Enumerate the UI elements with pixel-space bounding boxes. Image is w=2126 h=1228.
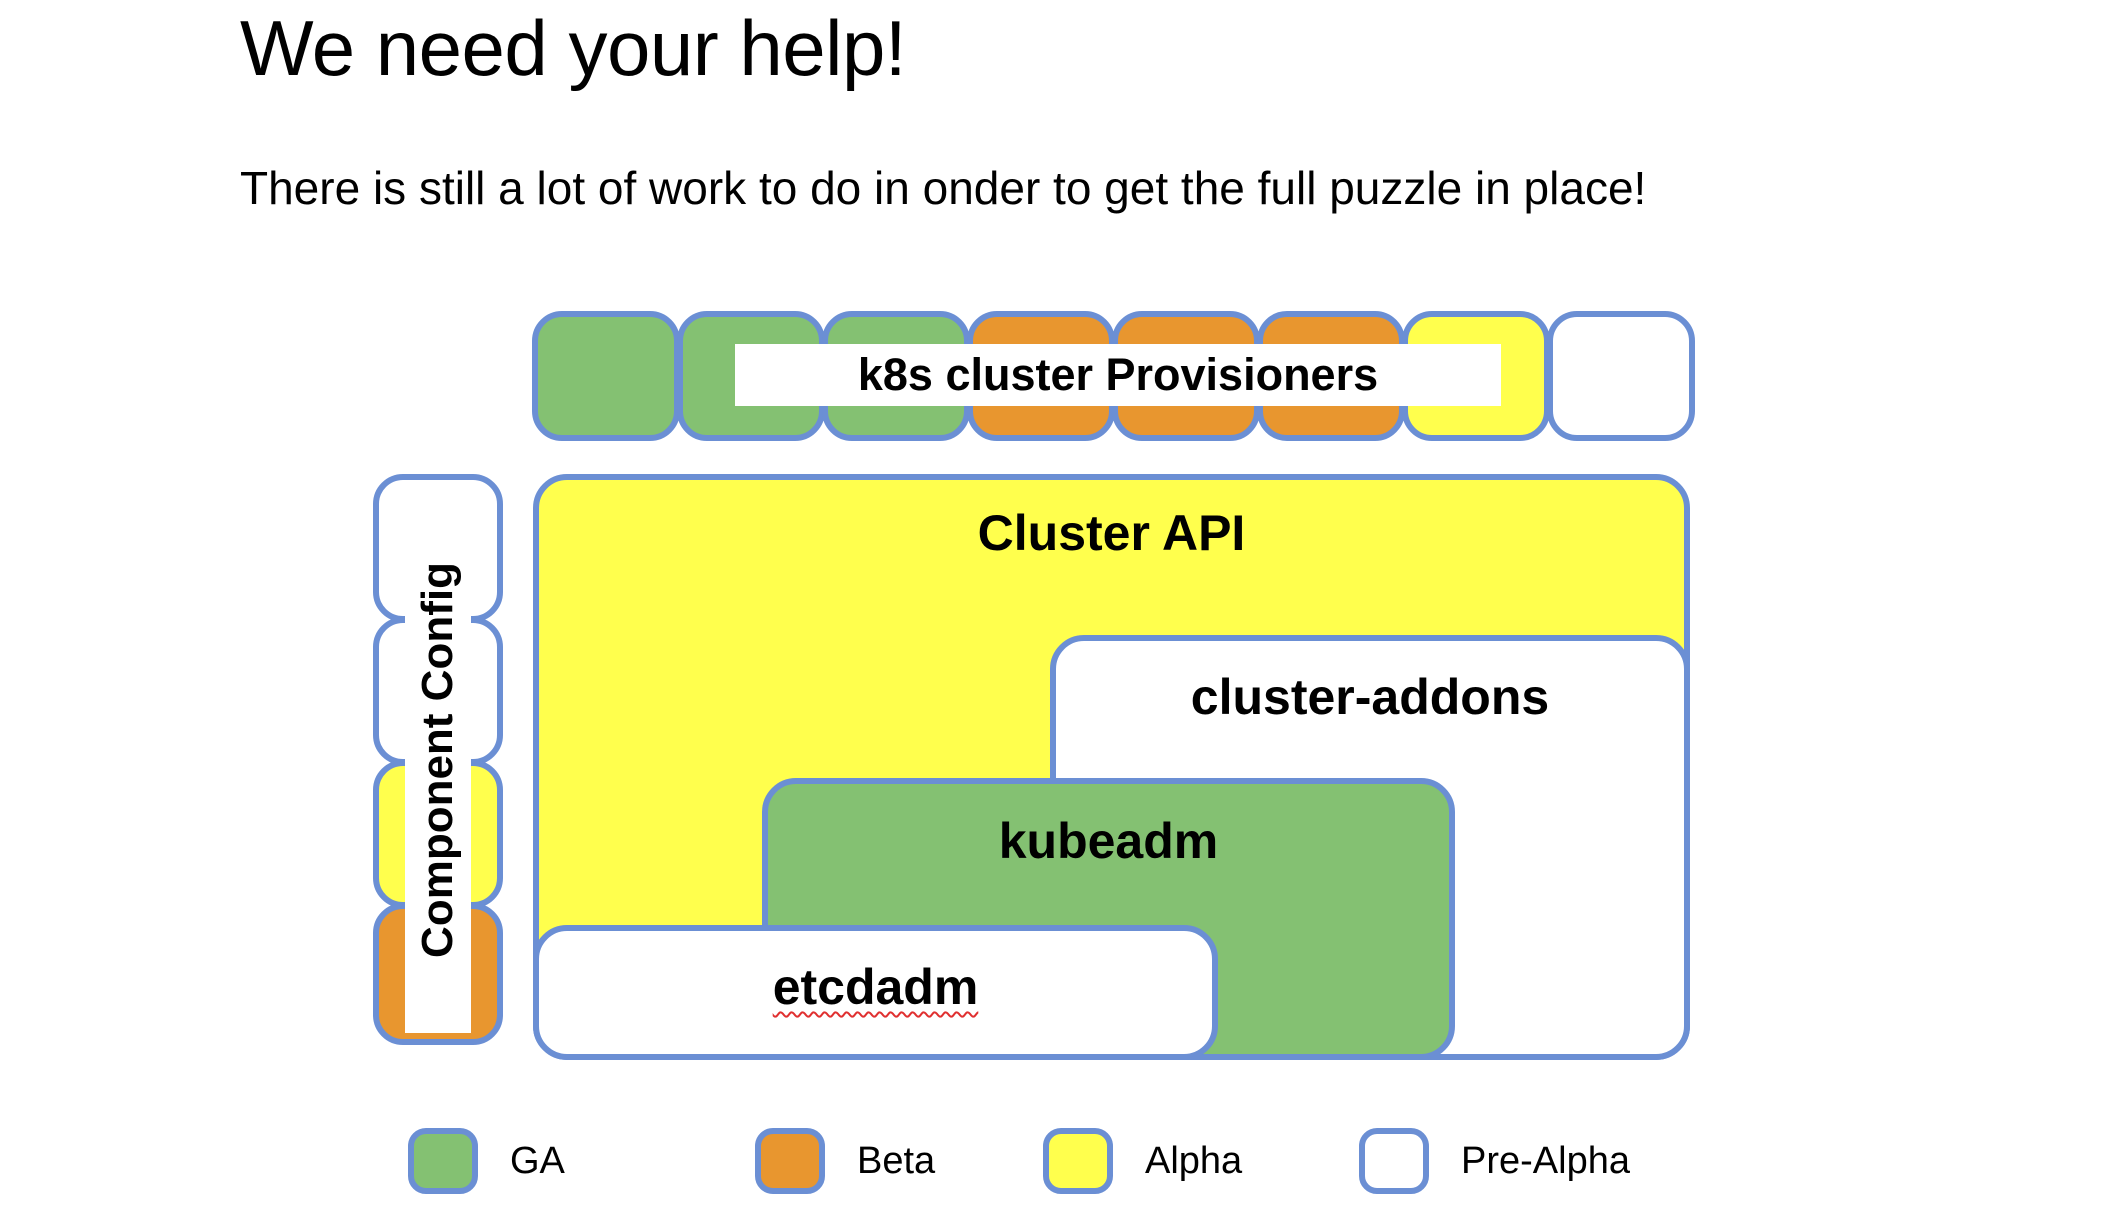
legend-swatch-beta: [755, 1128, 825, 1194]
cluster-api-label: Cluster API: [977, 505, 1246, 561]
provisioners-label: k8s cluster Provisioners: [735, 344, 1501, 406]
provisioner-box-8: [1547, 311, 1695, 441]
cluster-addons-label: cluster-addons: [1190, 669, 1550, 725]
legend-item-pre-alpha: Pre-Alpha: [1359, 1126, 1630, 1196]
legend-item-alpha: Alpha: [1043, 1126, 1242, 1196]
legend-swatch-ga: [408, 1128, 478, 1194]
legend-label-pre-alpha: Pre-Alpha: [1461, 1139, 1630, 1182]
etcdadm-box: [533, 925, 1218, 1060]
etcdadm-label: etcdadm: [533, 958, 1218, 1016]
kubeadm-label: kubeadm: [998, 813, 1219, 869]
page-title: We need your help!: [240, 4, 907, 92]
provisioner-box-1: [532, 311, 680, 441]
legend-item-ga: GA: [408, 1126, 565, 1196]
etcdadm-label-text: etcdadm: [772, 959, 979, 1015]
component-config-label: Component Config: [405, 487, 471, 1033]
component-config-label-text: Component Config: [413, 562, 463, 958]
page-subtitle: There is still a lot of work to do in on…: [240, 162, 1647, 214]
legend-item-beta: Beta: [755, 1126, 935, 1196]
legend-swatch-alpha: [1043, 1128, 1113, 1194]
legend-swatch-pre-alpha: [1359, 1128, 1429, 1194]
legend-label-alpha: Alpha: [1145, 1139, 1243, 1182]
legend-label-beta: Beta: [857, 1139, 936, 1182]
legend-label-ga: GA: [510, 1139, 565, 1182]
